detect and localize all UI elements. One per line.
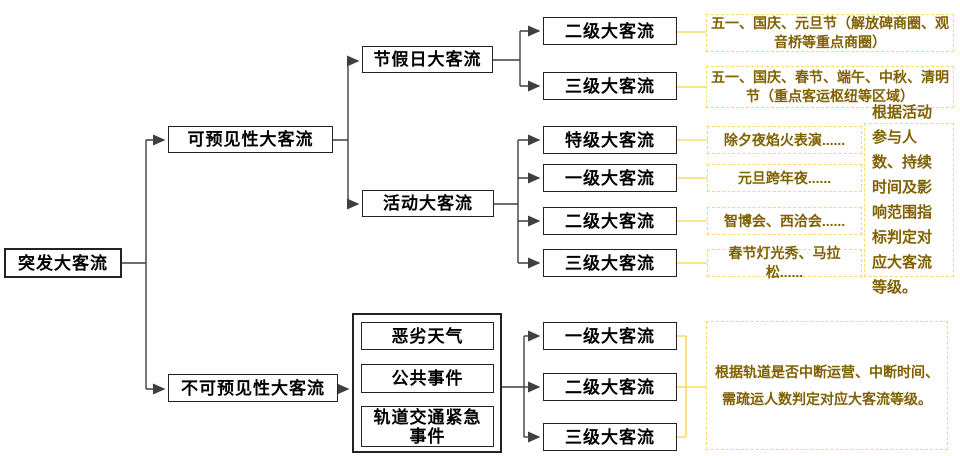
node-unpredictable-flow: 不可预见性大客流 <box>168 374 338 402</box>
node-holiday-level-2: 二级大客流 <box>543 17 677 45</box>
note-holiday-level-2: 五一、国庆、元旦节（解放碑商圈、观音桥等重点商圈） <box>706 14 954 52</box>
note-unpredictable-grading-rule: 根据轨道是否中断运营、中断时间、需疏运人数判定对应大客流等级。 <box>706 321 948 450</box>
black-connectors <box>122 25 541 443</box>
node-cause-public-event: 公共事件 <box>361 364 494 393</box>
node-root-sudden-flow: 突发大客流 <box>4 248 122 278</box>
node-activity-level-1: 一级大客流 <box>543 164 677 192</box>
note-holiday-level-3: 五一、国庆、春节、端午、中秋、清明节（重点客运枢纽等区域） <box>706 66 954 108</box>
node-activity-level-special: 特级大客流 <box>543 126 677 154</box>
node-unpredictable-level-2: 二级大客流 <box>543 373 677 401</box>
node-cause-severe-weather: 恶劣天气 <box>361 322 494 350</box>
node-holiday-level-3: 三级大客流 <box>543 72 677 100</box>
node-holiday-flow: 节假日大客流 <box>362 46 493 73</box>
node-unpredictable-level-1: 一级大客流 <box>543 322 677 350</box>
node-predictable-flow: 可预见性大客流 <box>168 126 333 153</box>
node-unpredictable-level-3: 三级大客流 <box>543 423 677 451</box>
note-activity-level-2: 智博会、西洽会...... <box>707 207 862 235</box>
node-activity-level-2: 二级大客流 <box>543 207 677 235</box>
node-cause-rail-emergency: 轨道交通紧急事件 <box>361 406 494 447</box>
note-activity-level-3: 春节灯光秀、马拉松...... <box>707 245 862 280</box>
note-activity-grading-rule: 根据活动参与人数、持续时间及影响范围指标判定对应大客流等级。 <box>864 104 954 296</box>
yellow-connectors <box>677 31 707 438</box>
node-activity-level-3: 三级大客流 <box>543 249 677 277</box>
note-activity-level-1: 元旦跨年夜...... <box>707 164 862 192</box>
note-activity-special: 除夕夜焰火表演...... <box>707 126 862 154</box>
node-activity-flow: 活动大客流 <box>362 190 494 217</box>
